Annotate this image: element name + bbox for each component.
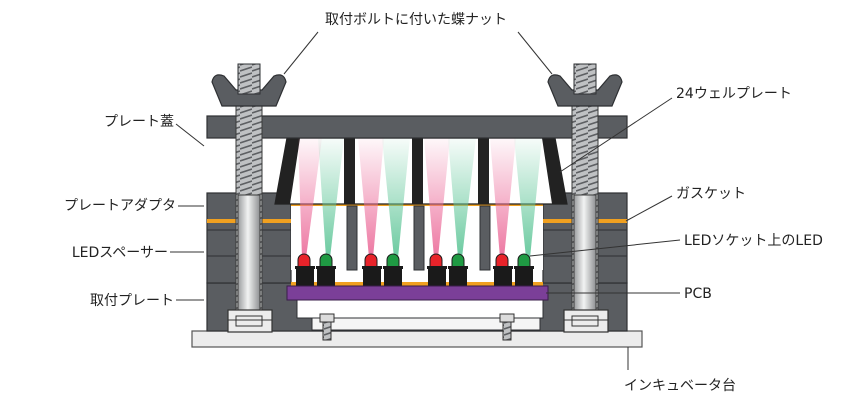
light-beams [298,138,542,258]
label-led-spacer: LEDスペーサー [72,245,168,261]
led-array [295,253,534,286]
bolt-left [227,99,273,333]
pcb-board [286,285,549,301]
wing-nut-right [547,63,623,107]
mount-screw-left [319,313,335,341]
wing-nut-left [211,63,287,107]
label-plate-lid: プレート蓋 [104,114,174,130]
led-pair-1 [295,253,336,286]
label-pcb: PCB [684,286,712,302]
led-spacer-walls [346,205,491,271]
plate-lid [206,115,628,139]
led-pair-4 [493,253,534,286]
led-pair-3 [427,253,468,286]
label-wing-nut: 取付ボルトに付いた蝶ナット [325,12,507,28]
label-plate-adapter: プレートアダプタ [64,198,176,214]
label-well-plate: 24ウェルプレート [676,86,792,102]
led-pair-2 [362,253,403,286]
bolt-right [563,99,609,333]
label-gasket: ガスケット [676,186,746,202]
label-mount-plate: 取付プレート [90,293,174,309]
side-blocks-right [542,192,628,284]
incubator-stage [191,330,643,348]
label-incubator-stage: インキュベータ台 [624,378,736,394]
leader-lines [170,31,681,370]
mount-screw-right [499,313,515,341]
label-led-on-socket: LEDソケット上のLED [684,233,823,249]
